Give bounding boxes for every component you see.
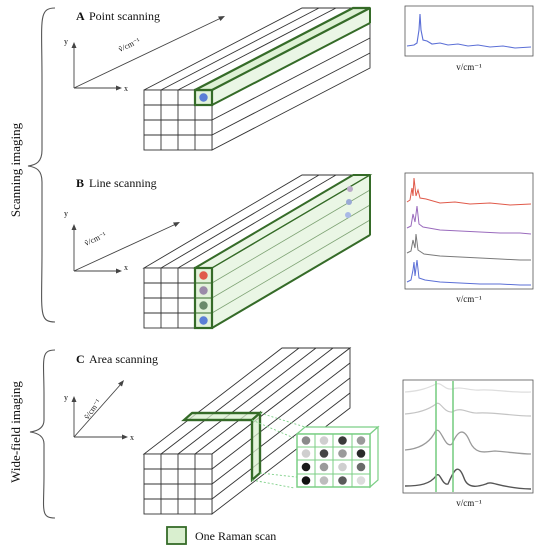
panel-c-x-axis-label: x <box>130 433 134 442</box>
legend-swatch <box>166 526 187 545</box>
panel-b-line-scanning: B Line scanning y x ṽ/cm⁻¹ <box>64 172 534 330</box>
legend: One Raman scan <box>166 526 276 545</box>
panel-c-data-cube <box>142 347 352 515</box>
panel-a-title: Point scanning <box>89 9 160 23</box>
panel-a-point-scanning: A Point scanning y x ṽ/cm⁻¹ <box>64 5 534 151</box>
inset-pixel <box>338 436 347 445</box>
inset-pixel <box>356 462 366 472</box>
panel-c-spectrum-1 <box>404 383 532 393</box>
inset-pixel <box>356 449 366 458</box>
panel-b-back-dot <box>346 199 352 205</box>
panel-b-title: Line scanning <box>89 176 157 190</box>
panel-c-spectrum-2 <box>404 402 532 417</box>
panel-b-spectrum-xlabel: v/cm⁻¹ <box>456 294 482 304</box>
inset-pixel <box>319 436 329 445</box>
wide-field-imaging-brace <box>29 349 56 519</box>
scanning-imaging-label: Scanning imaging <box>8 122 23 217</box>
panel-c-letter: C <box>76 352 85 366</box>
inset-pixel <box>301 462 311 472</box>
panel-c-axes: y x ṽ/cm⁻¹ <box>64 380 134 442</box>
panel-c-y-axis-label: y <box>64 393 68 402</box>
panel-c-area-scanning: C Area scanning y x ṽ/cm⁻¹ <box>64 347 534 515</box>
panel-b-back-dot <box>347 186 353 192</box>
panel-b-spectrum: v/cm⁻¹ <box>404 172 534 304</box>
panel-c-spectrum: v/cm⁻¹ <box>402 379 534 508</box>
panel-a-letter: A <box>76 9 85 23</box>
inset-pixel <box>319 449 329 458</box>
inset-pixel <box>319 462 329 472</box>
panel-b-back-dot <box>345 212 351 218</box>
panel-b-dot-green <box>199 301 208 310</box>
panel-b-x-axis-label: x <box>124 263 128 272</box>
panel-c-depth-axis-label: ṽ/cm⁻¹ <box>82 397 103 421</box>
panel-b-depth-axis-label: ṽ/cm⁻¹ <box>83 230 108 248</box>
panel-a-spectrum-xlabel: v/cm⁻¹ <box>456 62 482 72</box>
panel-c-spectrum-xlabel: v/cm⁻¹ <box>456 498 482 508</box>
panel-c-raman-scan-slice <box>181 410 306 489</box>
scanning-imaging-brace <box>27 7 56 323</box>
panel-a-axes: y x ṽ/cm⁻¹ <box>64 16 225 93</box>
panel-c-spectrum-3 <box>404 429 532 455</box>
panel-b-spectrum-gray <box>406 233 531 261</box>
panel-b-y-axis-label: y <box>64 209 68 218</box>
panel-b-spectrum-red <box>406 177 532 206</box>
panel-a-y-axis-label: y <box>64 37 68 46</box>
inset-pixel <box>301 436 311 445</box>
panel-c-area-inset <box>295 425 380 489</box>
panel-b-spectrum-blue <box>406 259 531 286</box>
inset-pixel <box>338 476 347 485</box>
legend-label: One Raman scan <box>195 529 276 543</box>
inset-pixel <box>338 449 347 458</box>
panel-a-raman-scan-highlight <box>193 6 371 107</box>
panel-b-dot-blue <box>199 316 208 325</box>
wide-field-imaging-label: Wide-field imaging <box>8 381 23 483</box>
panel-a-spectrum-line <box>406 13 532 49</box>
panel-b-raman-scan-highlight <box>192 173 373 330</box>
inset-pixel <box>338 462 347 472</box>
panel-a-point-dot <box>199 93 208 102</box>
panel-b-dot-red <box>199 271 208 280</box>
panel-c-title: Area scanning <box>89 352 158 366</box>
panel-b-dot-gray <box>199 286 208 295</box>
inset-pixel <box>319 476 329 485</box>
inset-pixel <box>356 476 366 485</box>
inset-pixel <box>301 449 311 458</box>
panel-b-letter: B <box>76 176 84 190</box>
panel-a-spectrum: v/cm⁻¹ <box>404 5 534 72</box>
panel-b-spectrum-purple <box>406 205 532 235</box>
inset-pixel <box>301 476 311 485</box>
panel-a-depth-axis-label: ṽ/cm⁻¹ <box>117 36 142 54</box>
panel-a-x-axis-label: x <box>124 84 128 93</box>
panel-c-spectrum-4 <box>404 468 532 490</box>
inset-pixel <box>356 436 366 445</box>
